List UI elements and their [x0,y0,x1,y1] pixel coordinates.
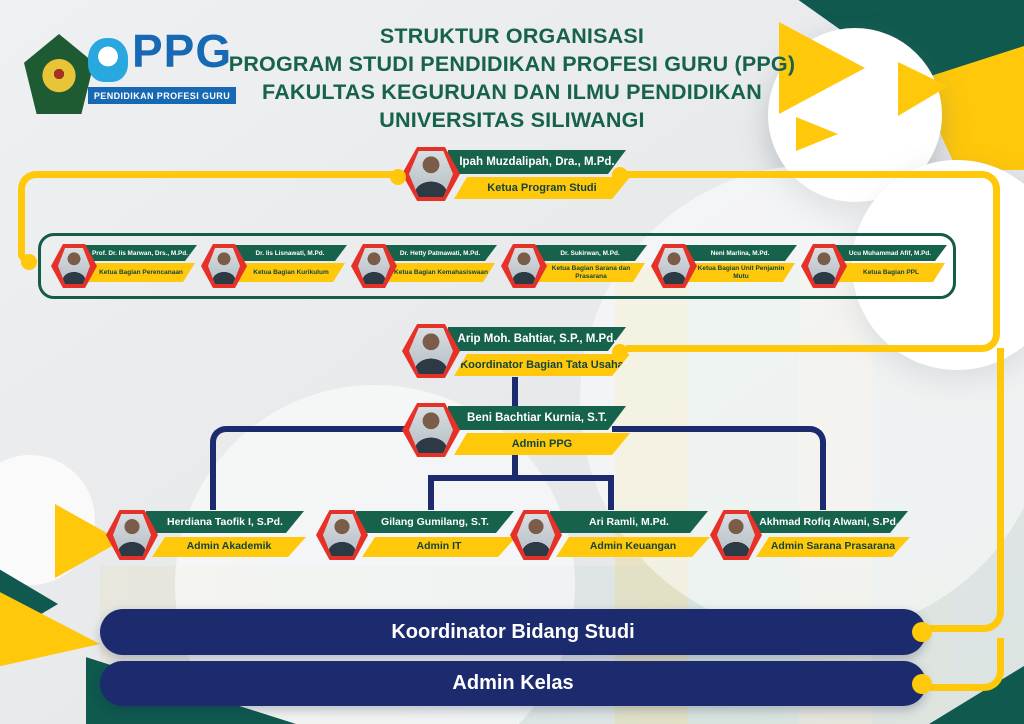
connector-dot [612,167,628,183]
member-name: Dr. Sukirwan, M.Pd. [533,245,647,261]
person-card-admin: Akhmad Rofiq Alwani, S.Pd. Admin Sarana … [710,508,910,562]
avatar [409,151,453,197]
avatar [717,514,755,556]
avatar [808,248,840,284]
member-name: Ipah Muzdalipah, Dra., M.Pd. [448,150,626,174]
person-card-head: Prof. Dr. Iis Marwan, Drs., M.Pd. Ketua … [49,241,199,291]
person-card-head: Neni Marlina, M.Pd. Ketua Bagian Unit Pe… [649,241,799,291]
member-role: Ketua Bagian Unit Penjamin Mutu [687,263,795,282]
member-name: Dr. Iis Lisnawati, M.Pd. [233,245,347,261]
bar-label: Admin Kelas [452,672,574,694]
member-role: Ketua Bagian Perencanaan [87,263,195,282]
connector-dot [390,169,406,185]
member-name: Gilang Gumilang, S.T. [356,511,514,533]
avatar [58,248,90,284]
person-card-head: Ucu Muhammad Afif, M.Pd. Ketua Bagian PP… [799,241,949,291]
member-name: Dr. Hetty Patmawati, M.Pd. [383,245,497,261]
person-card-admin: Ari Ramli, M.Pd. Admin Keuangan [510,508,710,562]
member-name: Prof. Dr. Iis Marwan, Drs., M.Pd. [83,245,197,261]
kemdikbud-logo-icon [88,38,128,82]
member-role: Ketua Bagian PPL [837,263,945,282]
bar-koordinator-bidang-studi: Koordinator Bidang Studi [100,609,926,655]
member-name: Beni Bachtiar Kurnia, S.T. [448,406,626,430]
avatar [409,328,453,374]
member-role: Admin IT [362,537,516,557]
avatar [208,248,240,284]
connector-line [210,426,414,510]
title-line: FAKULTAS KEGURUAN DAN ILMU PENDIDIKAN [262,80,762,104]
ppg-tagline: PENDIDIKAN PROFESI GURU [88,87,236,104]
avatar [658,248,690,284]
connector-line [428,475,614,510]
connector-line [626,171,1000,352]
division-heads-box: Prof. Dr. Iis Marwan, Drs., M.Pd. Ketua … [38,233,956,299]
member-name: Ari Ramli, M.Pd. [550,511,708,533]
member-role: Ketua Program Studi [454,177,630,199]
person-card-head: Dr. Sukirwan, M.Pd. Ketua Bagian Sarana … [499,241,649,291]
avatar [323,514,361,556]
member-name: Akhmad Rofiq Alwani, S.Pd. [750,511,908,533]
logo-group: PPG PENDIDIKAN PROFESI GURU [24,25,284,140]
title-line: STRUKTUR ORGANISASI [379,24,645,48]
connector-dot [912,674,932,694]
member-name: Arip Moh. Bahtiar, S.P., M.Pd. [448,327,626,351]
connector-line [612,426,826,510]
connector-dot [912,622,932,642]
connector-line [512,455,518,481]
member-name: Ucu Muhammad Afif, M.Pd. [833,245,947,261]
member-role: Ketua Bagian Kemahasiswaan [387,263,495,282]
person-card-admin-ppg: Beni Bachtiar Kurnia, S.T. Admin PPG [402,403,632,457]
avatar [409,407,453,453]
bar-admin-kelas: Admin Kelas [100,661,926,706]
bar-label: Koordinator Bidang Studi [391,620,635,643]
member-role: Koordinator Bagian Tata Usaha [454,354,630,376]
person-card-admin: Gilang Gumilang, S.T. Admin IT [316,508,516,562]
ppg-logo-text: PPG [132,25,233,77]
avatar [113,514,151,556]
connector-dot [612,344,628,360]
avatar [358,248,390,284]
connector-line [512,377,518,406]
connector-dot [21,254,37,270]
avatar [517,514,555,556]
member-name: Neni Marlina, M.Pd. [683,245,797,261]
person-card-ketua: Ipah Muzdalipah, Dra., M.Pd. Ketua Progr… [402,147,632,201]
person-card-tata-usaha: Arip Moh. Bahtiar, S.P., M.Pd. Koordinat… [402,324,632,378]
connector-line [930,348,1004,632]
member-name: Herdiana Taofik I, S.Pd. [146,511,304,533]
title-line: UNIVERSITAS SILIWANGI [379,108,645,132]
member-role: Admin Sarana Prasarana [756,537,910,557]
member-role: Admin Akademik [152,537,306,557]
member-role: Admin PPG [454,433,630,455]
member-role: Admin Keuangan [556,537,710,557]
member-role: Ketua Bagian Kurikulum [237,263,345,282]
avatar [508,248,540,284]
person-card-admin: Herdiana Taofik I, S.Pd. Admin Akademik [106,508,306,562]
connector-line [930,638,1004,691]
title-line: PROGRAM STUDI PENDIDIKAN PROFESI GURU (P… [228,52,796,76]
page-title: STRUKTUR ORGANISASI PROGRAM STUDI PENDID… [0,22,1024,134]
member-role: Ketua Bagian Sarana dan Prasarana [537,263,645,282]
connector-line [18,171,404,257]
person-card-head: Dr. Iis Lisnawati, M.Pd. Ketua Bagian Ku… [199,241,349,291]
